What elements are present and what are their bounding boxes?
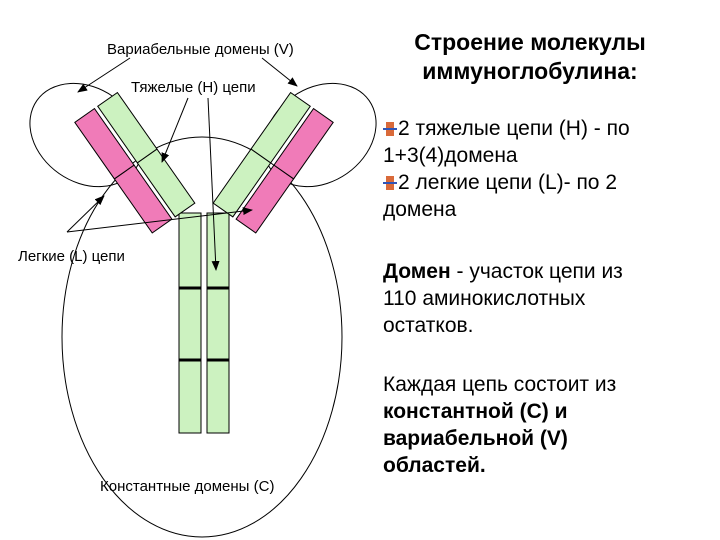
heavy-chains-label: Тяжелые (H) цепи xyxy=(131,79,256,96)
domain-definition: Домен - участок цепи из 110 аминокислотн… xyxy=(383,258,703,339)
chain-composition-text: Каждая цепь состоит из константной (С) и… xyxy=(383,371,683,479)
chain-text: Каждая цепь состоит из xyxy=(383,373,617,396)
domain-text: 110 аминокислотных xyxy=(383,287,586,310)
heavy-chain-constant-domain xyxy=(206,287,230,361)
bullet-heavy-chains: 2 тяжелые цепи (H) - по 1+3(4)домена xyxy=(383,115,703,169)
light-chains-label: Легкие (L) цепи xyxy=(18,248,125,265)
light-chain-domain xyxy=(273,107,334,180)
constant-region-ellipse xyxy=(61,136,343,538)
domain-term: Домен xyxy=(383,260,451,283)
heavy-chain-constant-domain xyxy=(178,359,202,434)
title-line: иммуноглобулина: xyxy=(422,58,638,84)
light-chain-domain xyxy=(74,107,135,180)
chain-text-bold: константной (С) и xyxy=(383,400,568,423)
slide-title: Строение молекулы иммуноглобулина: xyxy=(385,28,675,86)
heavy-chain-constant-domain xyxy=(178,287,202,361)
bullet-text: 1+3(4)домена xyxy=(383,144,518,167)
heavy-chain-constant-domain xyxy=(206,359,230,434)
bullet-icon xyxy=(383,121,397,137)
bullet-text: домена xyxy=(383,198,457,221)
heavy-chain-stem xyxy=(178,212,230,434)
heavy-chain-constant-domain xyxy=(206,212,230,289)
arrow-icon xyxy=(66,57,298,271)
chain-text-bold: областей. xyxy=(383,454,486,477)
heavy-chain-domain xyxy=(97,91,158,164)
domain-text: остатков. xyxy=(383,314,474,337)
heavy-chain-constant-domain xyxy=(178,212,202,289)
right-arm xyxy=(212,91,334,234)
heavy-chain-domain xyxy=(250,91,311,164)
domain-text: - участок цепи из xyxy=(450,260,623,283)
chain-text-bold: вариабельной (V) xyxy=(383,427,568,450)
bullet-text: 2 легкие цепи (L)- по 2 xyxy=(398,171,618,194)
bullet-light-chains: 2 легкие цепи (L)- по 2 домена xyxy=(383,169,703,223)
constant-domains-label: Константные домены (С) xyxy=(100,478,275,495)
bullet-icon xyxy=(383,175,397,191)
left-arm xyxy=(74,91,196,234)
variable-domains-label: Вариабельные домены (V) xyxy=(107,41,294,58)
bullet-text: 2 тяжелые цепи (H) - по xyxy=(398,117,630,140)
title-line: Строение молекулы xyxy=(414,29,646,55)
